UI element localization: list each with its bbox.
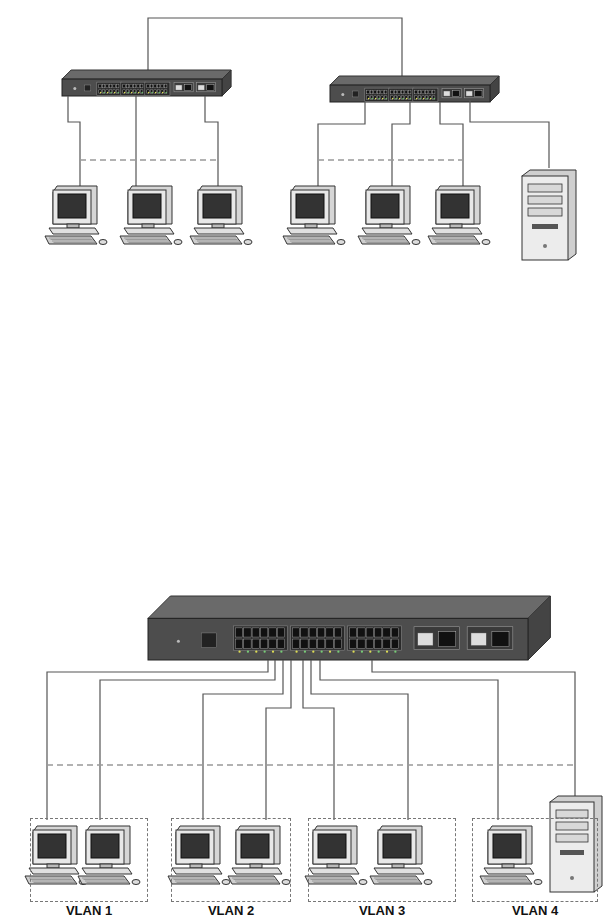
- network-cable: [203, 660, 283, 820]
- pc-icon: [305, 826, 367, 885]
- switch-icon: [62, 70, 231, 96]
- pc-icon: [168, 826, 230, 885]
- pc-icon: [370, 826, 432, 885]
- pc-icon: [78, 826, 140, 885]
- network-cable: [266, 660, 291, 820]
- network-cable: [440, 102, 463, 189]
- pc-icon: [428, 186, 490, 245]
- network-cable: [47, 660, 268, 820]
- vlan-group: VLAN 2: [171, 818, 291, 902]
- pc-icon: [480, 826, 542, 885]
- network-cable: [135, 96, 136, 189]
- network-cable: [100, 660, 275, 820]
- network-cable: [148, 18, 402, 76]
- pc-icon: [358, 186, 420, 245]
- network-cable: [303, 660, 334, 820]
- pc-icon: [228, 826, 290, 885]
- vlan-label: VLAN 1: [66, 903, 112, 918]
- switch-icon: [148, 596, 550, 660]
- vlan-group: VLAN 4: [472, 818, 598, 902]
- network-cable: [68, 96, 80, 189]
- network-cable: [205, 96, 218, 189]
- network-cable: [318, 102, 365, 189]
- vlan-group: VLAN 1: [30, 818, 148, 902]
- dashed-link: [80, 159, 218, 161]
- switch-icon: [330, 76, 499, 102]
- pc-icon: [120, 186, 182, 245]
- network-cable: [372, 660, 575, 820]
- network-cable: [392, 102, 410, 189]
- vlan-label: VLAN 3: [359, 903, 405, 918]
- vlan-group: VLAN 3: [308, 818, 456, 902]
- network-cable: [320, 660, 498, 820]
- network-cable: [470, 100, 549, 168]
- vlan-label: VLAN 2: [208, 903, 254, 918]
- vlan-label: VLAN 4: [512, 903, 558, 918]
- server-icon: [522, 170, 576, 260]
- dashed-link: [318, 159, 463, 161]
- pc-icon: [190, 186, 252, 245]
- network-cable: [311, 660, 408, 820]
- server-icon: [550, 796, 602, 892]
- pc-icon: [283, 186, 345, 245]
- dashed-link: [47, 764, 575, 766]
- pc-icon: [45, 186, 107, 245]
